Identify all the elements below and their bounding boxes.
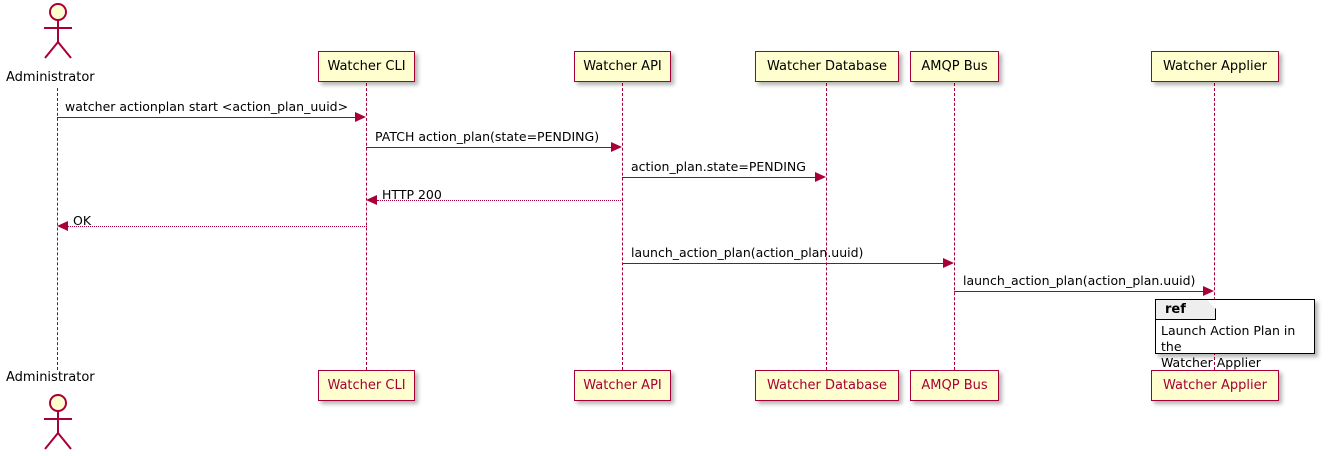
message-label-5: OK — [73, 213, 92, 228]
lifeline-amqp-bus — [954, 83, 955, 370]
message-label-6: launch_action_plan(action_plan.uuid) — [631, 245, 864, 260]
message-label-2: PATCH action_plan(state=PENDING) — [375, 129, 600, 144]
participant-amqp-bus-top[interactable]: AMQP Bus — [910, 51, 999, 82]
participant-watcher-api-top[interactable]: Watcher API — [574, 51, 671, 82]
participant-watcher-database-bottom[interactable]: Watcher Database — [755, 370, 899, 401]
lifeline-watcher-applier — [1214, 83, 1215, 370]
message-arrowhead-6 — [943, 258, 954, 268]
ref-fragment: ref Launch Action Plan in the Watcher Ap… — [1155, 299, 1315, 370]
message-arrowhead-2 — [611, 142, 622, 152]
actor-administrator-bottom — [34, 393, 82, 451]
participant-label: Watcher Applier — [1163, 59, 1267, 74]
participant-watcher-database-top[interactable]: Watcher Database — [755, 51, 899, 82]
message-label-3: action_plan.state=PENDING — [631, 159, 806, 174]
participant-amqp-bus-bottom[interactable]: AMQP Bus — [910, 370, 999, 401]
message-arrowhead-1 — [355, 112, 366, 122]
lifeline-watcher-database — [826, 83, 827, 370]
actor-label-bottom: Administrator — [6, 370, 95, 385]
participant-label: Watcher API — [583, 59, 662, 74]
participant-watcher-cli-bottom[interactable]: Watcher CLI — [318, 370, 415, 401]
message-line-2 — [366, 147, 613, 148]
message-line-5 — [68, 226, 367, 227]
participant-label: Watcher Database — [767, 59, 887, 74]
ref-fragment-keyword: ref — [1156, 300, 1216, 320]
message-label-7: launch_action_plan(action_plan.uuid) — [963, 273, 1196, 288]
participant-label: Watcher CLI — [327, 378, 406, 393]
message-line-6 — [622, 263, 944, 264]
participant-watcher-cli-top[interactable]: Watcher CLI — [318, 51, 415, 82]
actor-label-top: Administrator — [6, 70, 95, 85]
message-label-1: watcher actionplan start <action_plan_uu… — [65, 99, 349, 114]
participant-watcher-applier-bottom[interactable]: Watcher Applier — [1151, 370, 1279, 401]
message-arrowhead-5 — [57, 221, 68, 231]
participant-label: Watcher API — [583, 378, 662, 393]
participant-label: AMQP Bus — [921, 378, 988, 393]
participant-label: Watcher Database — [767, 378, 887, 393]
message-line-4 — [377, 200, 623, 201]
lifeline-watcher-api — [622, 83, 623, 370]
message-label-4: HTTP 200 — [382, 187, 442, 202]
message-arrowhead-4 — [366, 195, 377, 205]
message-arrowhead-3 — [815, 172, 826, 182]
participant-label: Watcher Applier — [1163, 378, 1267, 393]
participant-watcher-api-bottom[interactable]: Watcher API — [574, 370, 671, 401]
participant-watcher-applier-top[interactable]: Watcher Applier — [1151, 51, 1279, 82]
participant-label: AMQP Bus — [921, 59, 988, 74]
message-line-3 — [622, 177, 817, 178]
message-arrowhead-7 — [1203, 286, 1214, 296]
actor-administrator-top — [34, 2, 82, 60]
ref-fragment-text: Launch Action Plan in the Watcher Applie… — [1161, 323, 1296, 370]
message-line-7 — [954, 291, 1205, 292]
participant-label: Watcher CLI — [327, 59, 406, 74]
message-line-1 — [57, 117, 357, 118]
